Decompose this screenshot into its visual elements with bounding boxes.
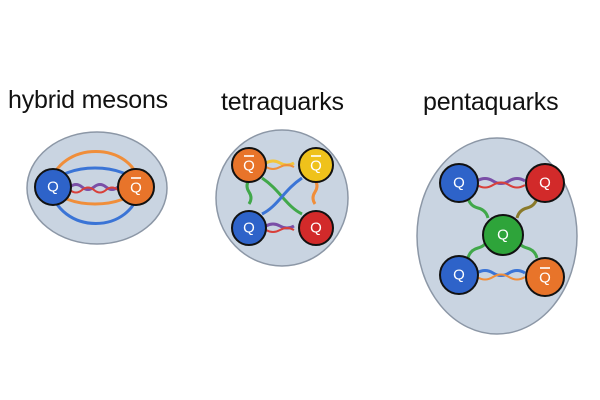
antiquark-label: Q bbox=[310, 158, 322, 175]
quark-green bbox=[482, 214, 524, 256]
quark-red bbox=[525, 163, 565, 203]
pentaquark-group: Q Q Q Q Q bbox=[416, 137, 578, 335]
gluon-string-hybrid bbox=[69, 183, 119, 191]
antiquark-label: Q bbox=[243, 158, 255, 175]
antiquark-orange bbox=[525, 257, 565, 297]
quark-label: Q bbox=[47, 179, 59, 196]
gluon-penta-bottom-2 bbox=[476, 273, 526, 281]
gluon-tetra-diag-2 bbox=[261, 176, 303, 216]
tetraquark-group: Q Q Q Q bbox=[215, 129, 349, 267]
quark-label: Q bbox=[497, 227, 509, 244]
quark-blue bbox=[439, 255, 479, 295]
gluon-tetra-bottom-2 bbox=[265, 227, 295, 233]
quark-label: Q bbox=[243, 220, 255, 237]
antiquark-orange bbox=[117, 168, 155, 206]
gluon-penta-ul bbox=[466, 197, 490, 219]
antiquark-orange bbox=[231, 147, 267, 183]
hybrid-mesons-title: hybrid mesons bbox=[8, 86, 168, 114]
quark-blue bbox=[439, 163, 479, 203]
antiquark-label: Q bbox=[130, 180, 142, 197]
antiquark-yellow bbox=[298, 147, 334, 183]
hybrid-meson-group: Q Q bbox=[26, 131, 168, 245]
gluon-tetra-right bbox=[311, 179, 319, 205]
quark-label: Q bbox=[453, 175, 465, 192]
hybrid-meson-cloud bbox=[26, 131, 168, 245]
quark-label: Q bbox=[310, 220, 322, 237]
quark-label: Q bbox=[539, 175, 551, 192]
pentaquarks-title: pentaquarks bbox=[423, 88, 559, 116]
gluon-tetra-left bbox=[245, 179, 253, 205]
gluon-tetra-top-2 bbox=[265, 164, 295, 170]
quark-red bbox=[298, 210, 334, 246]
gluon-penta-top-2 bbox=[476, 181, 526, 189]
gluon-penta-ur bbox=[515, 197, 539, 219]
quark-blue bbox=[34, 168, 72, 206]
antiquark-label: Q bbox=[539, 270, 551, 287]
tetraquarks-title: tetraquarks bbox=[221, 88, 344, 116]
quark-label: Q bbox=[453, 267, 465, 284]
quark-blue bbox=[231, 210, 267, 246]
gluon-string-hybrid-2 bbox=[69, 186, 119, 194]
